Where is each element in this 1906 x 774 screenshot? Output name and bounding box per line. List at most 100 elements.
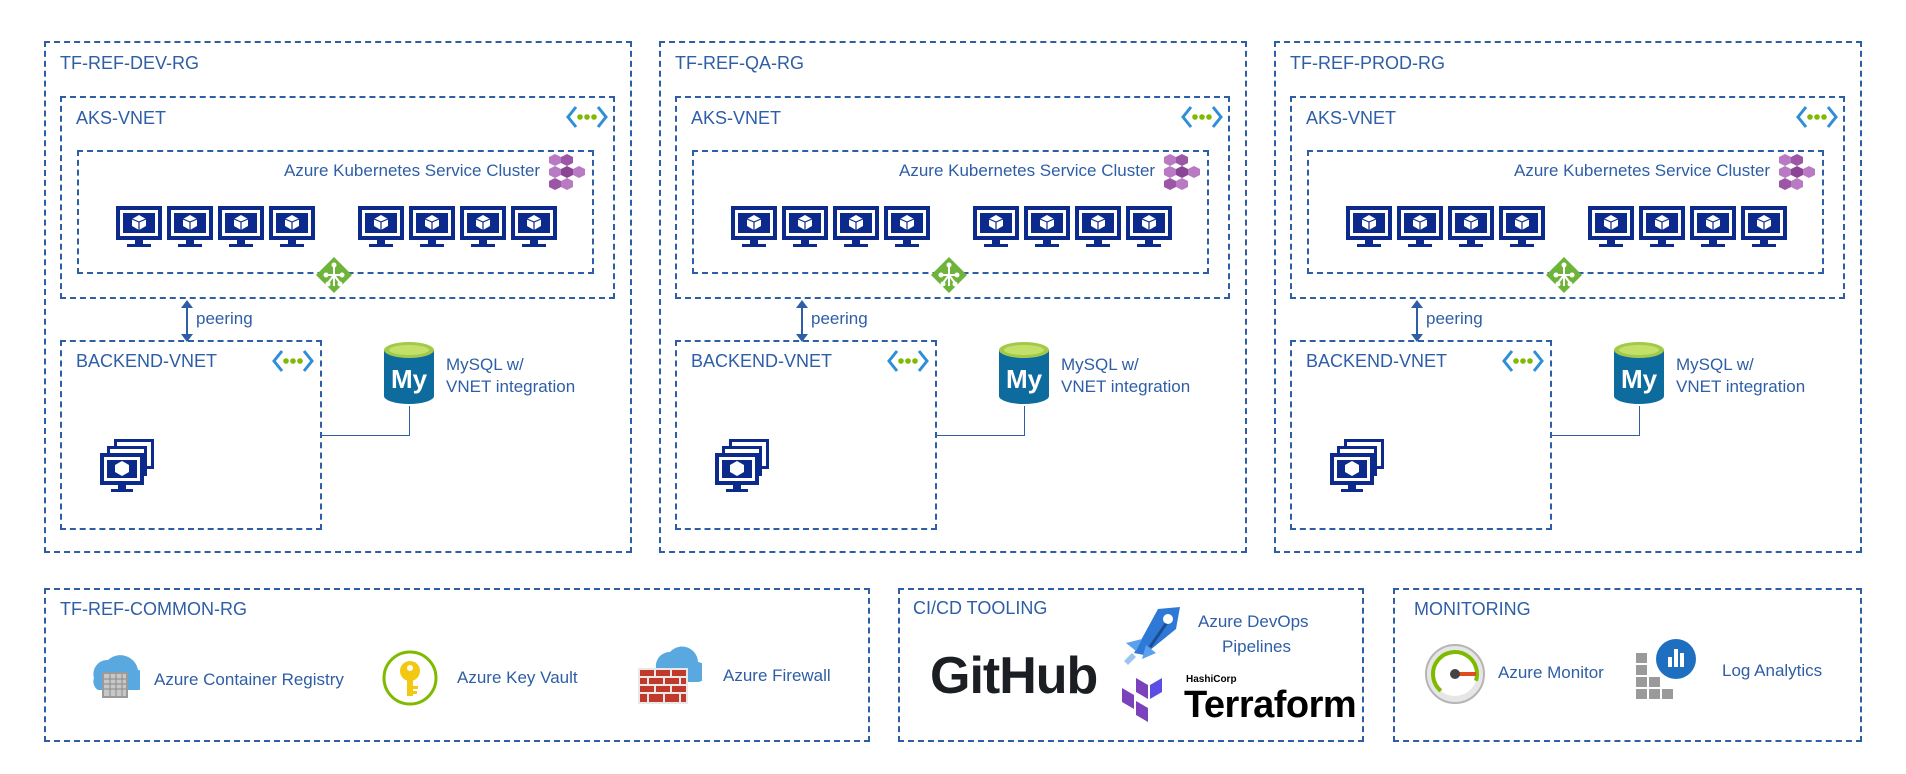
vm-icon	[115, 205, 163, 248]
connector	[937, 435, 1025, 436]
connector	[1024, 406, 1025, 436]
aks-vnet-prod-label: AKS-VNET	[1306, 108, 1397, 128]
peering-label: peering	[811, 309, 868, 328]
vm-icon	[1498, 205, 1546, 248]
vm-icon	[1740, 205, 1788, 248]
vm-icon	[781, 205, 829, 248]
peering-label: peering	[1426, 309, 1483, 328]
common-resource-group	[44, 588, 870, 742]
monitoring-group-title: MONITORING	[1414, 599, 1531, 619]
load-balancer-icon	[931, 257, 967, 293]
vnet-icon	[1502, 349, 1544, 373]
vm-icon	[1447, 205, 1495, 248]
log-analytics-label: Log Analytics	[1722, 661, 1823, 680]
vm-icon	[1023, 205, 1071, 248]
resource-group-qa	[659, 41, 1247, 553]
connector	[1552, 435, 1640, 436]
vm-icon	[166, 205, 214, 248]
peering-arrow	[181, 300, 193, 342]
mysql-label-line2: VNET integration	[446, 377, 576, 396]
peering-arrow	[796, 300, 808, 342]
log-analytics-icon	[1636, 639, 1696, 699]
resource-group-dev-title: TF-REF-DEV-RG	[60, 53, 199, 73]
aks-icon	[549, 154, 585, 190]
vm-icon	[268, 205, 316, 248]
resource-group-prod	[1274, 41, 1862, 553]
vm-icon	[730, 205, 778, 248]
vm-scale-set-icon	[1330, 439, 1384, 492]
vm-icon	[883, 205, 931, 248]
terraform-label: Terraform	[1184, 684, 1357, 726]
monitoring-group	[1393, 588, 1862, 742]
terraform-icon	[1122, 678, 1162, 722]
aks-vnet-prod	[1290, 96, 1845, 299]
vm-icon	[357, 205, 405, 248]
backend-vnet-dev	[60, 340, 322, 530]
mysql-icon	[1614, 342, 1664, 404]
mysql-label-line1: MySQL w/	[446, 355, 524, 374]
azure-monitor-icon	[1425, 644, 1485, 704]
load-balancer-icon	[1546, 257, 1582, 293]
vm-icon	[972, 205, 1020, 248]
aks-cluster-dev-label: Azure Kubernetes Service Cluster	[284, 161, 541, 180]
connector	[322, 435, 410, 436]
connector	[409, 406, 410, 436]
vm-icon	[1587, 205, 1635, 248]
aks-nodes-prod	[1345, 205, 1795, 249]
vnet-icon	[272, 349, 314, 373]
vm-icon	[1396, 205, 1444, 248]
peering-arrow	[1411, 300, 1423, 342]
vm-icon	[1074, 205, 1122, 248]
aks-vnet-qa	[675, 96, 1230, 299]
vm-icon	[459, 205, 507, 248]
mysql-label-line1: MySQL w/	[1061, 355, 1139, 374]
vm-icon	[1125, 205, 1173, 248]
mysql-icon	[384, 342, 434, 404]
vnet-icon	[566, 105, 608, 129]
resource-group-prod-title: TF-REF-PROD-RG	[1290, 53, 1445, 73]
hashicorp-label: HashiCorp	[1186, 674, 1237, 685]
cicd-group-title: CI/CD TOOLING	[913, 598, 1048, 618]
backend-vnet-prod	[1290, 340, 1552, 530]
connector	[1639, 406, 1640, 436]
aks-cluster-prod-label: Azure Kubernetes Service Cluster	[1514, 161, 1771, 180]
vnet-icon	[1181, 105, 1223, 129]
azure-monitor-label: Azure Monitor	[1498, 663, 1604, 682]
aks-vnet-qa-label: AKS-VNET	[691, 108, 782, 128]
cicd-group	[898, 588, 1364, 742]
mysql-label-line2: VNET integration	[1061, 377, 1191, 396]
aks-vnet-dev	[60, 96, 615, 299]
resource-group-dev	[44, 41, 632, 553]
load-balancer-icon	[316, 257, 352, 293]
backend-vnet-prod-label: BACKEND-VNET	[1306, 351, 1448, 371]
firewall-label: Azure Firewall	[723, 666, 831, 685]
firewall-icon	[638, 646, 702, 704]
vm-icon	[832, 205, 880, 248]
azure-devops-label-line1: Azure DevOps	[1198, 612, 1309, 631]
mysql-label-line1: MySQL w/	[1676, 355, 1754, 374]
azure-devops-pipelines-icon	[1124, 607, 1180, 665]
azure-devops-label-line2: Pipelines	[1222, 637, 1291, 656]
backend-vnet-qa-label: BACKEND-VNET	[691, 351, 833, 371]
aks-nodes-dev	[115, 205, 565, 249]
backend-vnet-dev-label: BACKEND-VNET	[76, 351, 218, 371]
mysql-label-line2: VNET integration	[1676, 377, 1806, 396]
vm-icon	[510, 205, 558, 248]
vm-icon	[1689, 205, 1737, 248]
container-registry-icon	[93, 655, 140, 698]
aks-nodes-qa	[730, 205, 1180, 249]
github-logo: GitHub	[930, 647, 1098, 705]
aks-cluster-qa-label: Azure Kubernetes Service Cluster	[899, 161, 1156, 180]
vnet-icon	[887, 349, 929, 373]
mysql-icon	[999, 342, 1049, 404]
vm-scale-set-icon	[100, 439, 154, 492]
vm-icon	[408, 205, 456, 248]
key-vault-label: Azure Key Vault	[457, 668, 578, 687]
key-vault-icon	[382, 650, 438, 706]
peering-label: peering	[196, 309, 253, 328]
vm-scale-set-icon	[715, 439, 769, 492]
vm-icon	[1345, 205, 1393, 248]
container-registry-label: Azure Container Registry	[154, 670, 344, 689]
vm-icon	[217, 205, 265, 248]
common-resource-group-title: TF-REF-COMMON-RG	[60, 599, 247, 619]
